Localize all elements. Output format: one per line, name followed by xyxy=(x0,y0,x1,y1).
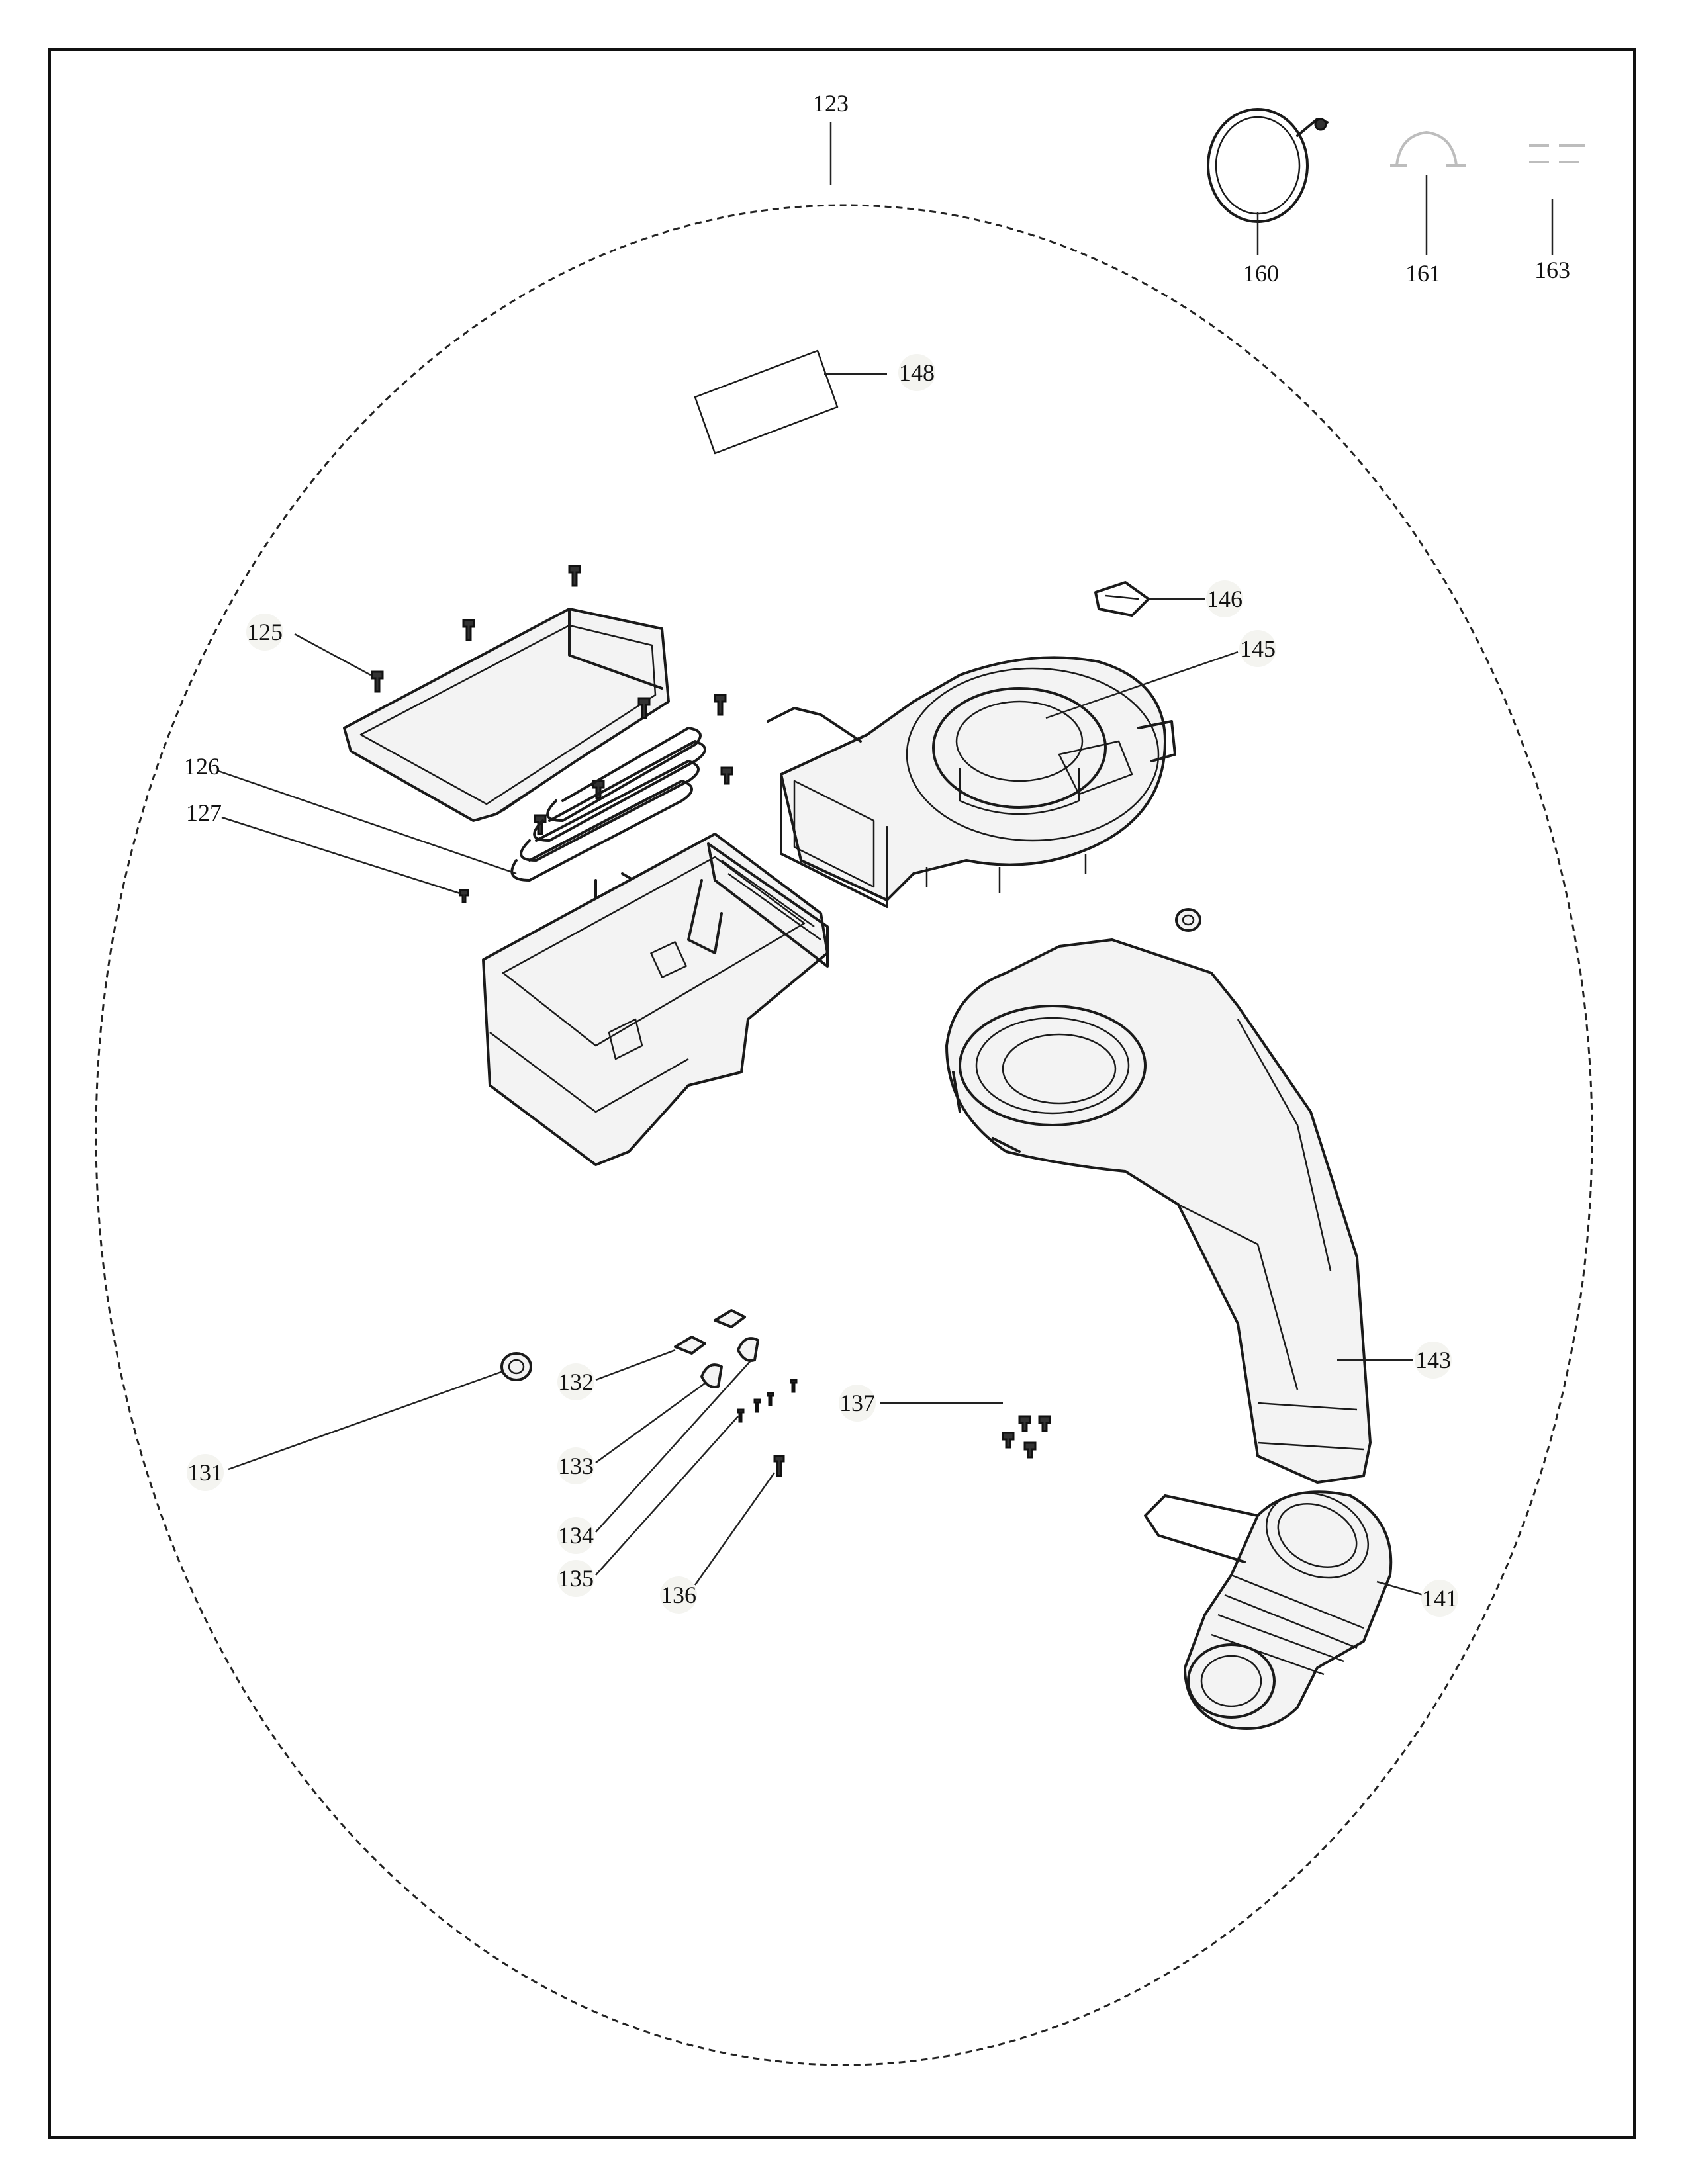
callout-146: 146 xyxy=(1207,586,1243,612)
callout-145: 145 xyxy=(1240,635,1276,662)
part-136-screw xyxy=(773,1455,785,1477)
callout-141: 141 xyxy=(1422,1585,1458,1612)
part-163-tie xyxy=(1529,144,1585,163)
assembly-boundary-ellipse xyxy=(95,204,1593,2066)
part-146-clip xyxy=(1094,581,1150,617)
callout-126-leader xyxy=(218,770,517,875)
callout-127: 127 xyxy=(186,799,222,826)
callout-127-leader xyxy=(221,816,461,895)
callout-136: 136 xyxy=(661,1582,696,1608)
callout-163: 163 xyxy=(1534,257,1570,283)
callout-145-leader xyxy=(1045,651,1239,719)
callout-148: 148 xyxy=(899,359,935,386)
callout-133: 133 xyxy=(558,1453,594,1479)
callout-160: 160 xyxy=(1243,260,1279,287)
part-132-gaskets xyxy=(674,1309,746,1355)
callout-137: 137 xyxy=(839,1390,875,1416)
callout-136-leader xyxy=(694,1472,776,1586)
callout-125: 125 xyxy=(247,619,283,645)
part-160-hose xyxy=(1207,108,1329,223)
callout-133-leader xyxy=(595,1382,706,1464)
part-133-thermostat xyxy=(700,1337,759,1388)
callout-141-leader xyxy=(1376,1580,1424,1596)
callout-132: 132 xyxy=(558,1369,594,1395)
part-145-blower-housing xyxy=(767,656,1176,908)
part-heater-housing xyxy=(482,833,829,1166)
callout-132-leader xyxy=(595,1349,676,1381)
part-141-bellows xyxy=(1144,1490,1393,1730)
part-161-clip xyxy=(1390,130,1466,167)
screw-set-cover xyxy=(371,565,733,903)
callout-131-leader xyxy=(228,1370,504,1471)
callout-134: 134 xyxy=(558,1522,594,1549)
part-148-label-sheet xyxy=(694,349,839,455)
callout-126: 126 xyxy=(184,753,220,780)
callout-131: 131 xyxy=(187,1459,223,1486)
callout-135: 135 xyxy=(558,1565,594,1592)
part-grommet-upper xyxy=(1175,908,1201,932)
callout-143: 143 xyxy=(1415,1347,1451,1373)
callout-125-leader xyxy=(294,633,371,676)
callout-135-leader xyxy=(595,1416,739,1576)
callout-123: 123 xyxy=(813,90,849,116)
part-143-duct xyxy=(945,938,1372,1484)
page-border-frame xyxy=(48,48,1636,2139)
callout-161: 161 xyxy=(1405,260,1441,287)
part-135-screws xyxy=(737,1379,798,1423)
part-125-duct-cover xyxy=(343,608,670,822)
part-131-grommet xyxy=(500,1352,532,1381)
part-137-screws xyxy=(1002,1415,1051,1459)
callout-134-leader xyxy=(595,1359,752,1533)
